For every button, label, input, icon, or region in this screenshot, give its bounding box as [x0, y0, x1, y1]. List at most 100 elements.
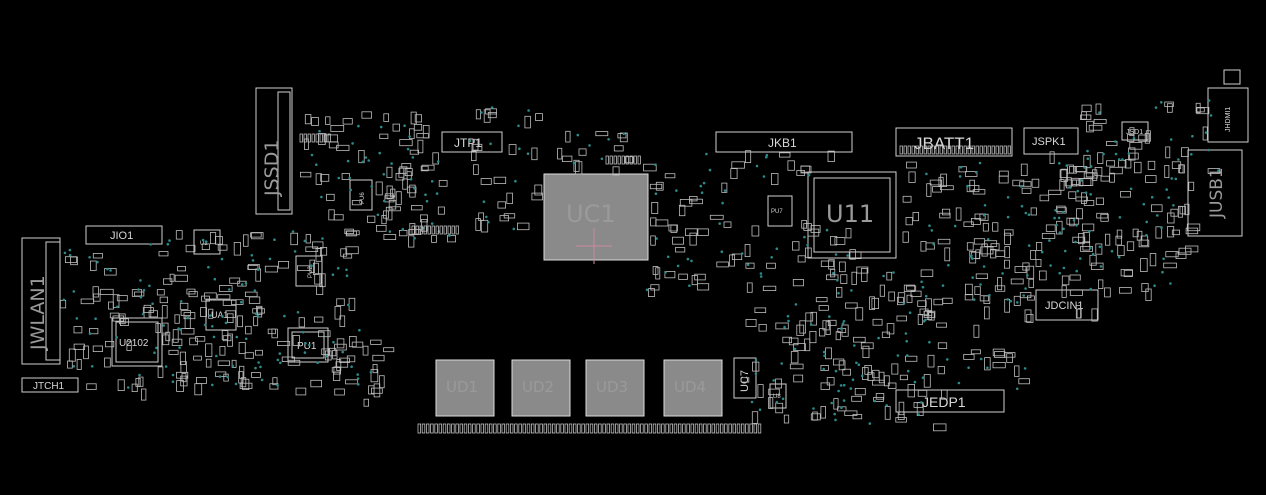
passive-pad: [345, 246, 359, 255]
edge-pin: [438, 423, 442, 434]
passive-pad: [1056, 207, 1067, 214]
label-ua1: UA1: [211, 310, 229, 320]
chip-uc7[interactable]: UC7: [733, 357, 757, 399]
chip-ud2[interactable]: UD2: [511, 359, 571, 417]
passive-pad: [471, 143, 483, 152]
passive-pad: [815, 297, 828, 303]
chip-u11[interactable]: U11: [807, 171, 897, 259]
passive-pad: [1100, 213, 1109, 222]
edge-pin: [749, 423, 753, 434]
via: [781, 397, 785, 401]
edge-pin: [577, 423, 581, 434]
passive-pad: [328, 209, 335, 221]
via: [840, 406, 843, 410]
chip-pu1[interactable]: PU1: [287, 327, 329, 363]
pin: [431, 225, 435, 235]
label-jedp1: JEDP1: [922, 394, 966, 410]
passive-pad: [913, 402, 924, 408]
passive-pad: [768, 388, 780, 396]
passive-pad: [126, 340, 132, 351]
via: [250, 254, 254, 257]
passive-pad: [193, 355, 202, 361]
pin: [435, 225, 439, 235]
passive-pad: [414, 114, 423, 123]
via: [304, 342, 307, 345]
chip-u8[interactable]: U8: [769, 383, 787, 409]
passive-pad: [1140, 235, 1149, 247]
chip-u2102[interactable]: U2102: [111, 317, 163, 367]
via: [337, 176, 341, 180]
connector-jwlan1[interactable]: JWLAN1: [21, 237, 61, 365]
connector-jhdmi1[interactable]: JHDMI1: [1207, 69, 1249, 143]
edge-pin: [644, 423, 648, 434]
via: [924, 294, 928, 298]
passive-pad: [379, 375, 385, 389]
chip-ud1[interactable]: UD1: [435, 359, 495, 417]
connector-jkb1[interactable]: JKB1: [715, 131, 853, 153]
connector-jdcin1[interactable]: JDCIN1: [1035, 289, 1099, 321]
via: [842, 399, 846, 402]
passive-pad: [746, 282, 753, 293]
via: [259, 365, 262, 369]
passive-pad: [751, 225, 760, 237]
passive-pad: [404, 168, 413, 177]
chip-pu2[interactable]: PU2: [295, 255, 323, 287]
passive-pad: [1196, 107, 1205, 113]
connector-jedp1[interactable]: JEDP1: [895, 389, 1005, 413]
passive-pad: [887, 382, 897, 389]
label-jwlan1: JWLAN1: [27, 275, 49, 351]
passive-pad: [955, 207, 962, 221]
connector-jspk1[interactable]: JSPK1: [1023, 127, 1079, 155]
chip-ua1[interactable]: UA1: [205, 299, 237, 331]
passive-pad: [937, 238, 951, 245]
pin: [617, 155, 621, 165]
via: [946, 358, 949, 361]
chip-ud3[interactable]: UD3: [585, 359, 645, 417]
via: [654, 163, 657, 167]
via: [244, 281, 248, 285]
chip-pu7[interactable]: PU7: [767, 195, 793, 227]
pin: [979, 145, 983, 155]
chip-ud4[interactable]: UD4: [663, 359, 723, 417]
via: [959, 165, 963, 169]
connector-jusb1[interactable]: JUSB1: [1187, 149, 1243, 237]
connector-jsd1[interactable]: JSD1: [1121, 121, 1149, 141]
passive-pad: [927, 354, 935, 368]
connector-jio1[interactable]: JIO1: [85, 225, 163, 245]
via: [109, 269, 112, 272]
via: [88, 332, 92, 335]
passive-pad: [1134, 161, 1142, 174]
edge-pin: [589, 423, 594, 434]
passive-pad: [740, 377, 750, 383]
via: [688, 284, 691, 288]
passive-pad: [840, 274, 848, 284]
passive-pad: [304, 114, 312, 125]
passive-pad: [810, 311, 817, 326]
passive-pad: [1022, 262, 1030, 271]
via: [240, 283, 244, 286]
via: [1160, 101, 1163, 104]
passive-pad: [398, 229, 408, 237]
via: [1153, 284, 1156, 288]
passive-pad: [320, 174, 330, 182]
passive-pad: [752, 361, 760, 372]
passive-pad: [872, 369, 880, 379]
passive-pad: [319, 246, 328, 256]
passive-pad: [1082, 232, 1090, 244]
connector-jbatt1[interactable]: JBATT1: [895, 127, 1013, 157]
edge-pin: [522, 423, 526, 434]
via: [970, 254, 973, 258]
via: [759, 275, 763, 278]
via: [982, 213, 986, 217]
via: [318, 129, 321, 133]
connector-jtch1[interactable]: JTCH1: [21, 377, 79, 393]
connector-jssd1[interactable]: JSSD1: [255, 87, 293, 215]
via: [1162, 257, 1165, 261]
passive-pad: [409, 184, 416, 198]
via: [676, 264, 680, 268]
label-u8: U8: [773, 394, 781, 400]
passive-pad: [694, 273, 706, 281]
passive-pad: [346, 355, 356, 363]
chip-pu6[interactable]: PU6: [349, 179, 373, 211]
chip-uc1[interactable]: UC1: [543, 173, 649, 264]
